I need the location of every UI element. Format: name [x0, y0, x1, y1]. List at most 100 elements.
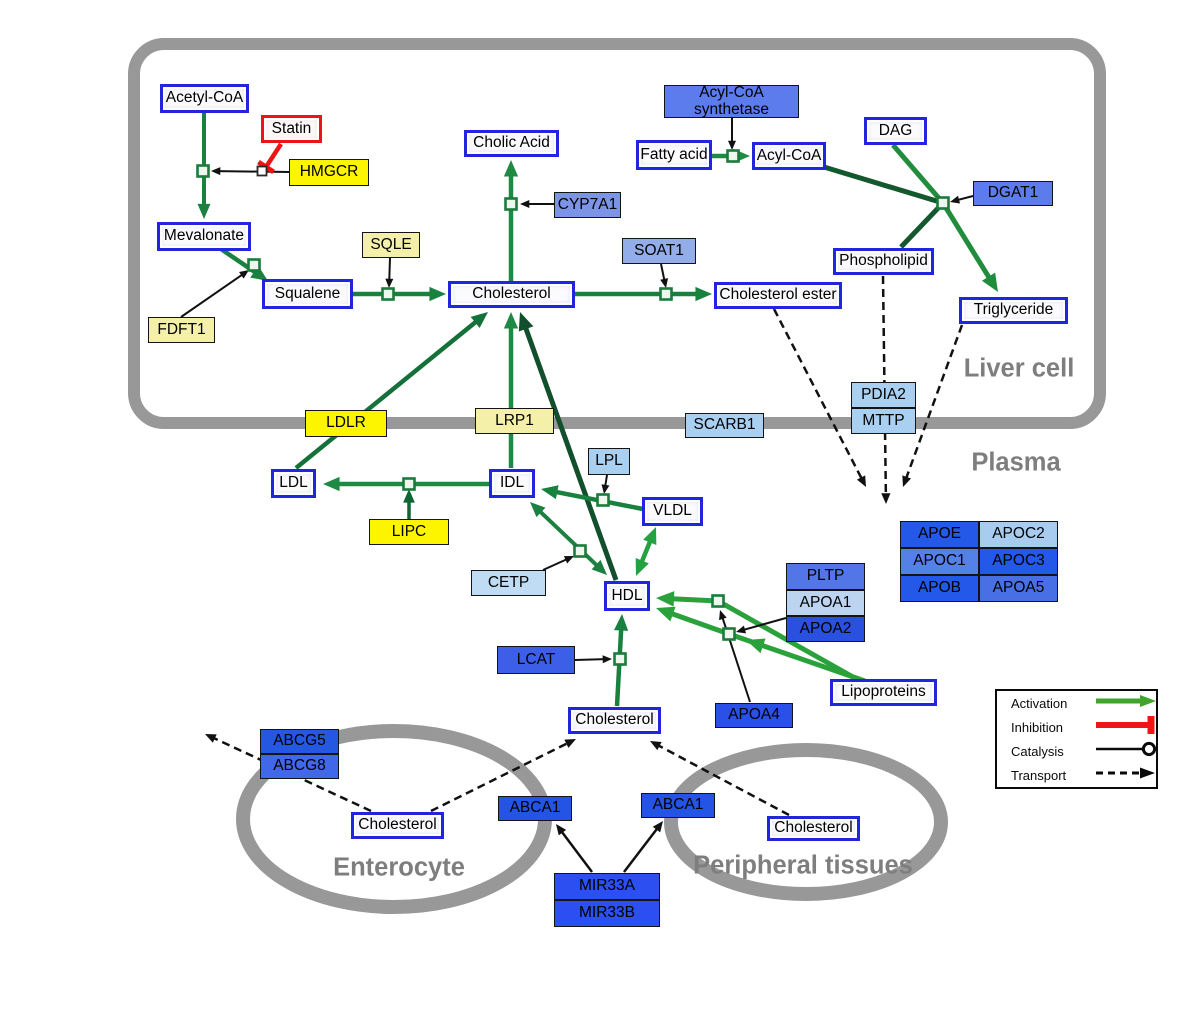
node-label-lipc: LIPC: [391, 522, 427, 540]
node-fatty-acid[interactable]: Fatty acid: [636, 140, 712, 170]
node-abca1-right[interactable]: ABCA1: [641, 793, 715, 818]
legend-icon-wrap-activation: [1094, 692, 1156, 715]
activation-legend-icon: [1096, 694, 1156, 707]
node-abcg8[interactable]: ABCG8: [260, 754, 339, 779]
cetp-catalysis-arrowhead: [563, 556, 574, 564]
inhibition-legend-icon: [1096, 715, 1155, 734]
ester-transport-arrowhead: [856, 475, 866, 487]
mevalonate-to-squalene-arrowhead: [250, 265, 268, 281]
node-squalene[interactable]: Squalene: [262, 279, 353, 309]
node-cyp7a1[interactable]: CYP7A1: [554, 192, 621, 218]
node-cholesterol-liver[interactable]: Cholesterol: [448, 281, 575, 308]
node-lrp1[interactable]: LRP1: [475, 408, 554, 434]
ldl-to-cholesterol-arrowhead: [470, 312, 488, 328]
node-cholic-acid[interactable]: Cholic Acid: [464, 130, 559, 157]
edge-lcat-catalysis: [574, 658, 606, 661]
node-soat1[interactable]: SOAT1: [622, 238, 696, 264]
node-apoa2[interactable]: APOA2: [786, 616, 865, 642]
node-apoc1[interactable]: APOC1: [900, 548, 979, 575]
node-idl[interactable]: IDL: [489, 469, 535, 498]
node-ldl[interactable]: LDL: [271, 469, 316, 498]
node-label-mir33a: MIR33A: [579, 877, 635, 895]
anchor-cholesterol-to-ester: [659, 287, 673, 301]
node-label-mir33b: MIR33B: [579, 904, 635, 922]
node-cholesterol-plasma[interactable]: Cholesterol: [568, 707, 661, 734]
anchor-cholesterol-to-hdl: [613, 652, 627, 666]
node-dgat1[interactable]: DGAT1: [973, 181, 1053, 206]
node-abcg5[interactable]: ABCG5: [260, 729, 339, 754]
node-mir33b[interactable]: MIR33B: [554, 900, 660, 927]
node-pdia2[interactable]: PDIA2: [851, 382, 916, 408]
node-cholesterol-peripheral[interactable]: Cholesterol: [767, 816, 860, 841]
node-pltp[interactable]: PLTP: [786, 563, 865, 590]
anchor-mevalonate-to-squalene: [247, 258, 261, 272]
node-cetp[interactable]: CETP: [471, 570, 546, 596]
edge-hmgcr-catalysis: [217, 170, 290, 173]
node-lipc[interactable]: LIPC: [369, 519, 449, 545]
node-phospholipid[interactable]: Phospholipid: [833, 248, 934, 275]
node-cholesterol-enterocyte[interactable]: Cholesterol: [351, 812, 444, 839]
node-triglyceride[interactable]: Triglyceride: [959, 297, 1068, 324]
phospholipid-transport-arrowhead: [881, 493, 891, 504]
node-dag[interactable]: DAG: [864, 117, 927, 145]
node-label-lrp1: LRP1: [495, 411, 534, 429]
node-ldlr[interactable]: LDLR: [305, 410, 387, 437]
legend-icon-wrap-catalysis: [1094, 740, 1157, 763]
legend-icon-wrap-transport: [1094, 764, 1156, 787]
edge-sqle-catalysis: [388, 257, 391, 282]
hdl-to-cholesterol-arrowhead: [518, 312, 534, 332]
anchor-fattyacid-to-acylcoa: [726, 149, 740, 163]
node-mttp[interactable]: MTTP: [851, 408, 916, 434]
cyp7a1-catalysis-arrowhead: [520, 200, 530, 208]
legend-label-activation: Activation: [1011, 695, 1068, 711]
node-fdft1[interactable]: FDFT1: [148, 317, 215, 343]
node-apoe[interactable]: APOE: [900, 521, 979, 548]
node-lcat[interactable]: LCAT: [497, 646, 575, 674]
node-acetyl-coa[interactable]: Acetyl-CoA: [160, 84, 249, 113]
node-apob[interactable]: APOB: [900, 575, 979, 602]
node-cholesterol-ester[interactable]: Cholesterol ester: [714, 282, 842, 309]
node-label-abcg5: ABCG5: [273, 732, 326, 750]
node-apoa5[interactable]: APOA5: [979, 575, 1058, 602]
node-scarb1[interactable]: SCARB1: [685, 413, 764, 438]
node-mevalonate[interactable]: Mevalonate: [157, 222, 251, 251]
node-vldl[interactable]: VLDL: [642, 497, 703, 526]
node-apoa4[interactable]: APOA4: [715, 703, 793, 728]
apoa4-catalysis-arrowhead: [719, 610, 727, 621]
node-apoa1[interactable]: APOA1: [786, 590, 865, 616]
node-label-fdft1: FDFT1: [157, 320, 206, 338]
peripheral-tissues-membrane: [664, 743, 948, 901]
node-sqle[interactable]: SQLE: [362, 232, 420, 258]
node-label-apoc2: APOC2: [992, 525, 1045, 543]
node-label-lipoproteins: Lipoproteins: [841, 683, 926, 701]
acylsyn-catalysis-arrowhead: [728, 140, 736, 150]
node-hdl[interactable]: HDL: [604, 581, 650, 611]
node-abca1-left[interactable]: ABCA1: [498, 796, 572, 821]
node-mir33a[interactable]: MIR33A: [554, 873, 660, 900]
node-statin[interactable]: Statin: [261, 115, 322, 143]
node-label-fatty-acid: Fatty acid: [640, 145, 708, 163]
node-acyl-coa[interactable]: Acyl-CoA: [752, 142, 826, 170]
anchor-dag-to-triglyceride: [936, 196, 950, 210]
anchor-squalene-to-cholesterol: [381, 287, 395, 301]
node-apoc2[interactable]: APOC2: [979, 521, 1058, 548]
edge-idl-hdl-exchange: [536, 508, 601, 569]
node-lipoproteins[interactable]: Lipoproteins: [830, 679, 937, 706]
legend-row-inhibition: Inhibition: [997, 715, 1156, 739]
node-lpl[interactable]: LPL: [588, 448, 630, 475]
edge-fdft1-catalysis: [180, 272, 245, 318]
soat1-catalysis-arrowhead: [660, 278, 669, 288]
lpl-catalysis-arrowhead: [601, 484, 610, 494]
idl-hdl-exchange-arrowhead: [591, 559, 607, 575]
node-label-ldl: LDL: [279, 474, 308, 492]
anchor-idl-hdl-exchange: [573, 544, 587, 558]
node-hmgcr[interactable]: HMGCR: [289, 159, 369, 186]
node-apoc3[interactable]: APOC3: [979, 548, 1058, 575]
node-label-vldl: VLDL: [653, 502, 692, 520]
node-label-pltp: PLTP: [806, 567, 845, 585]
node-label-abcg8: ABCG8: [273, 757, 326, 775]
edge-cholesterol-to-hdl: [614, 625, 624, 707]
